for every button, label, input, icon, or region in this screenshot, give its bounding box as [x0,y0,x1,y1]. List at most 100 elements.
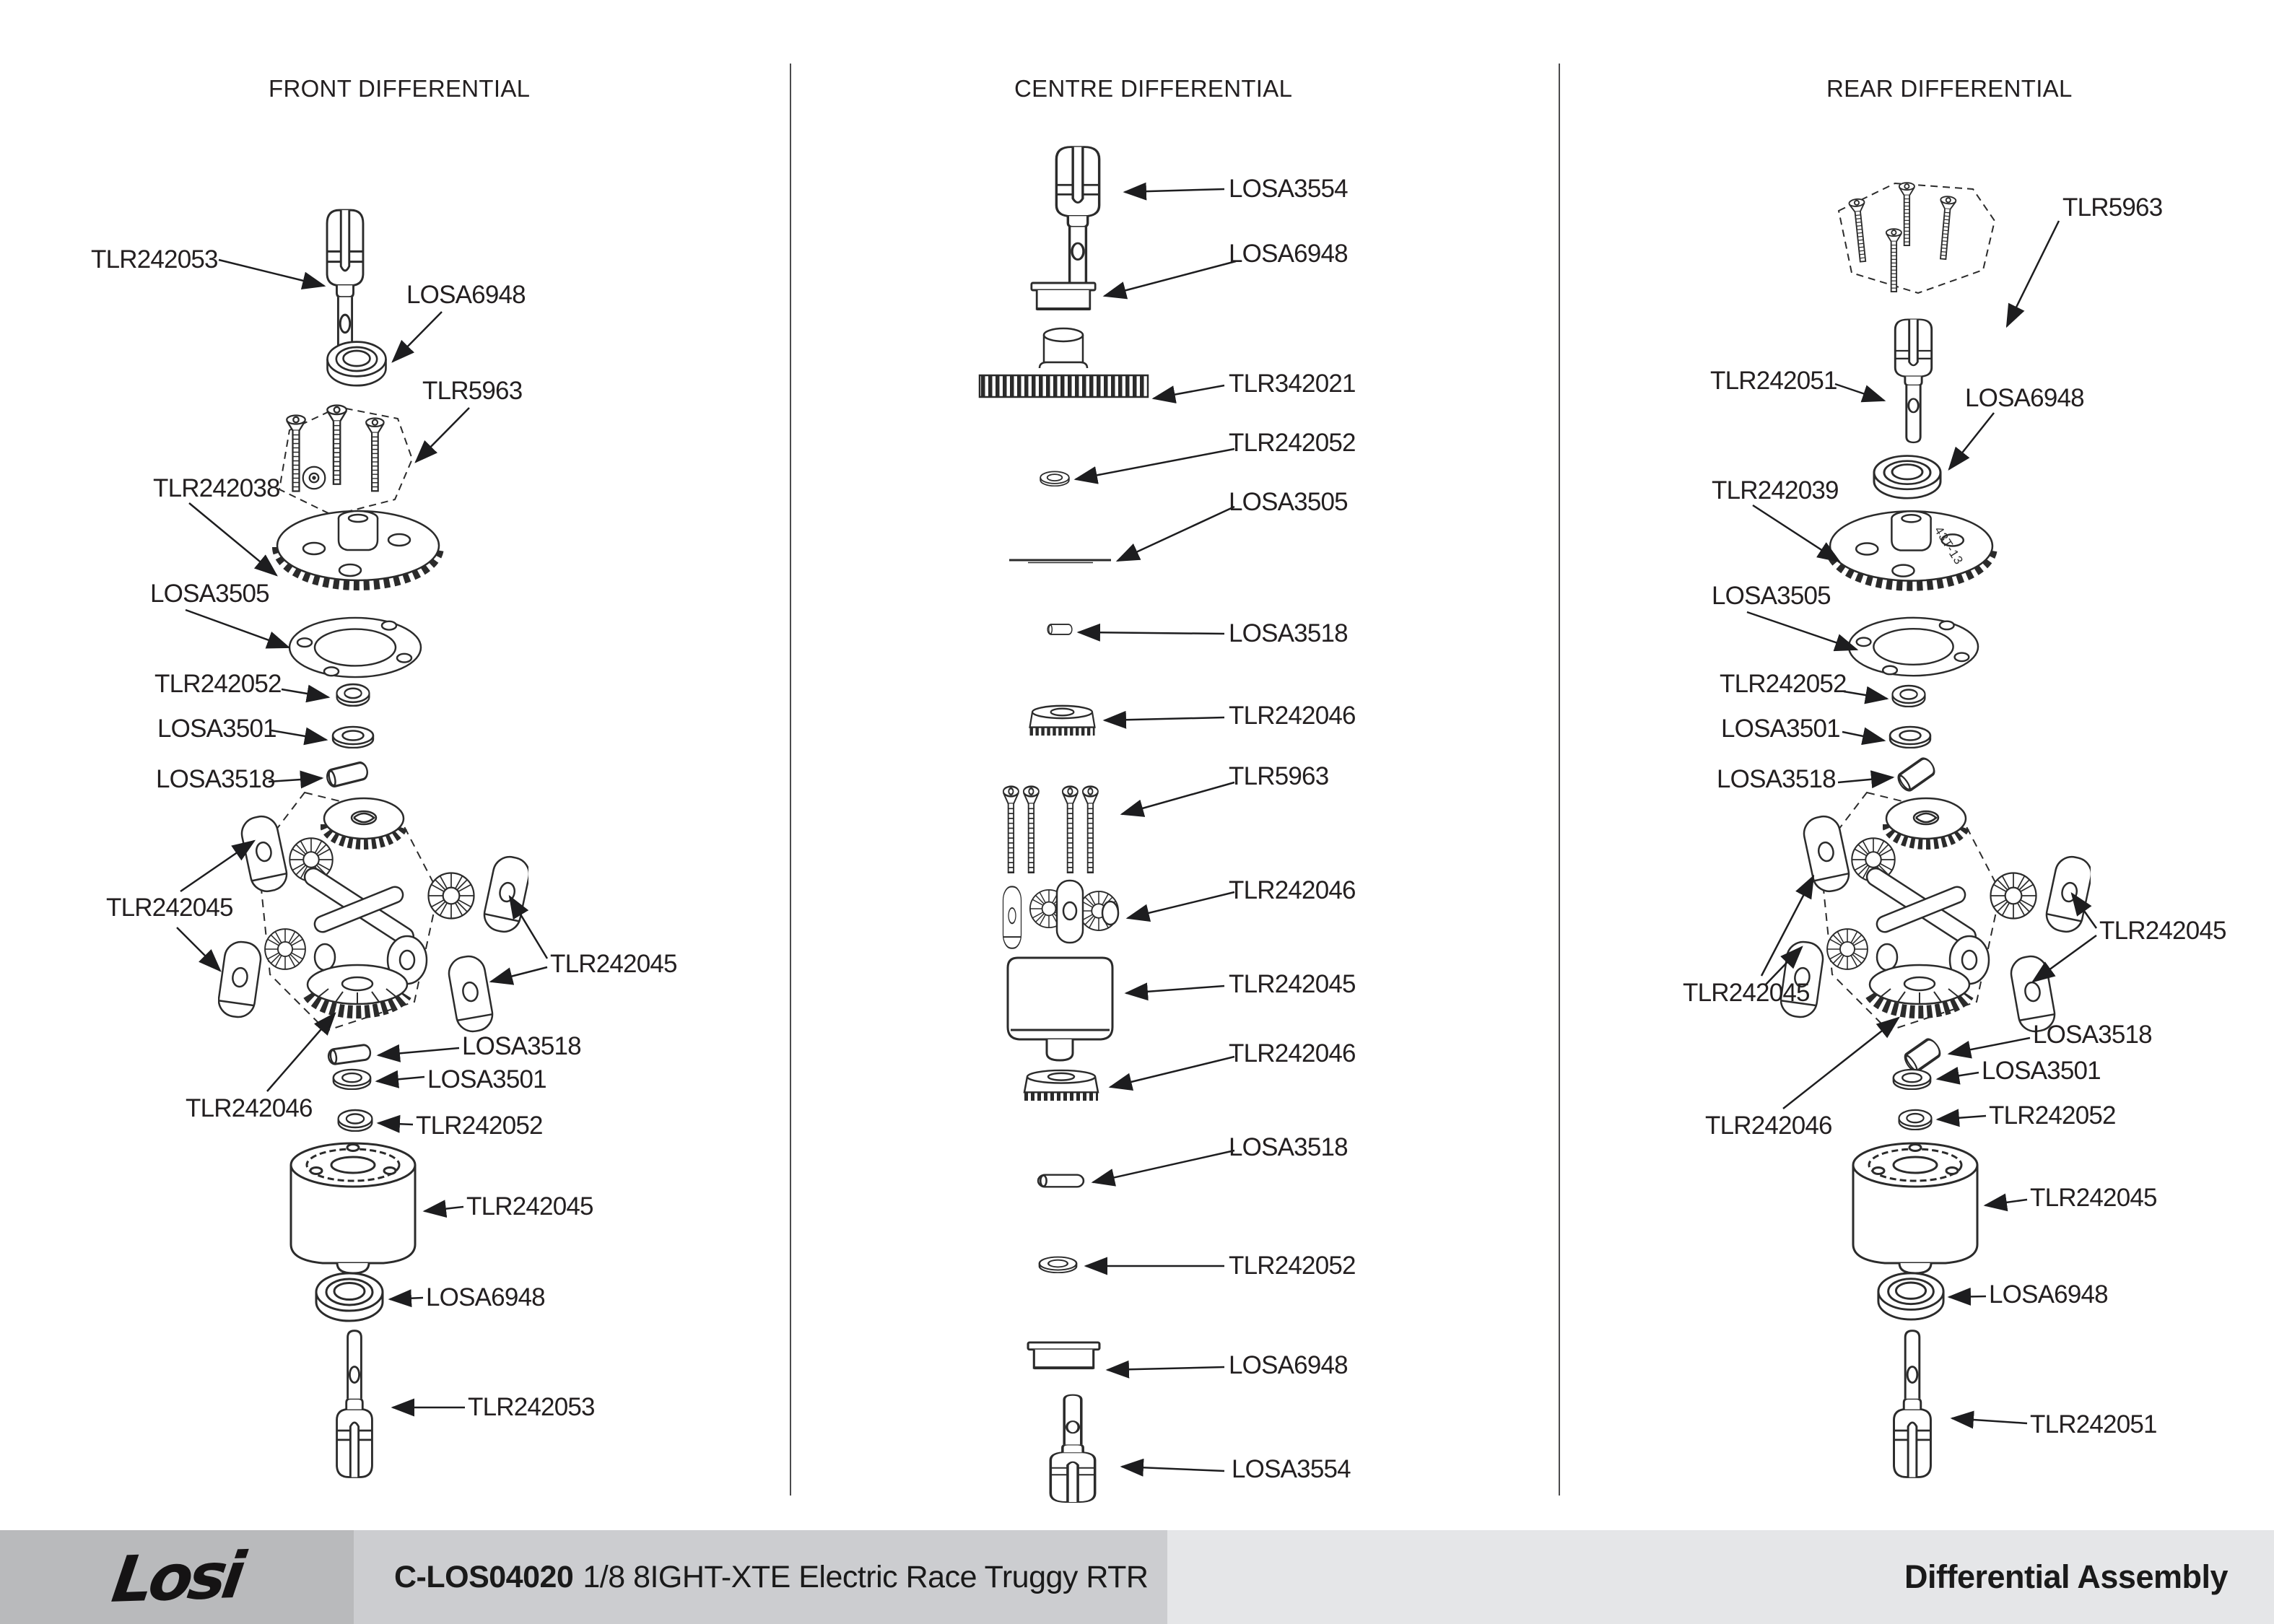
part-number-label: LOSA6948 [1229,240,1349,268]
leader [1837,770,1895,789]
product-code: C-LOS04020 [394,1559,574,1594]
part-number-label: LOSA3518 [1229,619,1349,647]
leader [2070,891,2098,929]
leader [1782,1016,1900,1109]
footer-bar: Losi C-LOS04020 1/8 8IGHT-XTE Electric R… [0,1530,2274,1624]
leader [1102,260,1237,300]
screw-set-icon [1837,182,1996,294]
leader [1950,1410,2028,1429]
centre-leaders [1073,182,1237,1477]
screw-set-icon [278,404,414,517]
part-number-label: TLR5963 [422,377,523,405]
part-number-label: TLR242045 [106,894,234,922]
section-title-centre: CENTRE DIFFERENTIAL [1014,75,1293,102]
part-number-label: LOSA3501 [157,715,277,743]
part-number-label: TLR342021 [1229,370,1356,398]
part-number-label: TLR242052 [1989,1101,2117,1130]
part-number-label: LOSA6948 [1229,1351,1349,1379]
part-number-label: TLR242053 [468,1393,596,1421]
part-number-label: TLR5963 [1229,762,1329,790]
footer-title-band: Differential Assembly [1167,1530,2274,1624]
part-number-label: TLR242039 [1712,476,1839,505]
leader [376,1044,460,1062]
leader [1935,1109,1987,1127]
leader [185,608,291,649]
part-number-label: LOSA3518 [462,1032,582,1060]
leader [414,407,470,463]
part-number-label: TLR242045 [466,1192,594,1221]
leader [218,258,326,289]
front-leaders [176,258,549,1417]
footer-product-band: C-LOS04020 1/8 8IGHT-XTE Electric Race T… [354,1530,1167,1624]
leader [375,1070,425,1088]
leader [1947,1287,1987,1306]
part-number-label: LOSA3501 [427,1065,547,1093]
leader [1746,611,1859,652]
leader [1105,1360,1225,1379]
leader [2005,220,2060,328]
part-number-label: LOSA6948 [1989,1280,2109,1309]
part-number-label: TLR242045 [2099,917,2227,945]
part-number-label: LOSA6948 [406,281,526,309]
leader [281,684,331,703]
part-number-label: LOSA3518 [1229,1133,1349,1161]
leader [1073,448,1235,484]
part-number-label: TLR242052 [1720,670,1847,698]
leader [268,770,324,789]
part-number-label: TLR242038 [153,474,281,502]
leader [1752,504,1842,563]
rear-leaders [1746,220,2098,1429]
part-number-label: LOSA3518 [1717,765,1837,793]
sheet-title: Differential Assembly [1904,1558,2228,1595]
part-number-label: TLR242052 [416,1112,544,1140]
part-number-label: TLR242045 [550,950,678,978]
leader [1151,384,1225,403]
part-number-label: TLR242045 [2030,1184,2158,1212]
part-number-label: LOSA3505 [1229,488,1349,516]
part-number-label: LOSA3518 [2033,1021,2153,1049]
leader [376,1114,414,1133]
leader [1764,946,1803,986]
leader [180,839,256,893]
part-number-label: LOSA6948 [1965,384,2085,412]
leader [1124,982,1225,1001]
leader [1123,182,1225,201]
part-number-label: TLR242053 [91,245,219,274]
part-number-label: TLR242045 [1229,970,1356,998]
part-number-label: TLR242052 [1229,429,1356,457]
part-number-label: TLR242052 [154,670,282,698]
leader [1076,623,1225,642]
leader [422,1200,464,1218]
section-title-rear: REAR DIFFERENTIAL [1826,75,2073,102]
leader [1842,727,1886,746]
part-number-label: TLR242046 [186,1094,313,1122]
part-number-label: TLR242046 [1229,702,1356,730]
leader [1091,1149,1235,1187]
leader [1834,383,1886,403]
leader [1125,891,1235,922]
leader [1102,710,1225,729]
part-number-label: TLR5963 [2062,193,2163,222]
leader [2031,934,2097,983]
part-number-label: TLR242051 [2030,1410,2158,1439]
leader [508,894,549,959]
part-number-label: LOSA3505 [150,580,270,608]
part-number-label: TLR242046 [1705,1112,1833,1140]
leader [176,927,222,972]
section-title-front: FRONT DIFFERENTIAL [269,75,531,102]
part-number-label: TLR242046 [1229,876,1356,904]
part-number-label: TLR242051 [1710,367,1838,395]
part-number-label: LOSA3518 [156,765,276,793]
part-number-label: LOSA3505 [1712,582,1831,610]
leader [1843,686,1889,704]
leader [266,1012,336,1092]
leader [1760,874,1815,977]
leader [1948,412,1995,471]
leader [1983,1193,2028,1212]
part-number-label: LOSA6948 [426,1283,546,1311]
leader [1947,1036,2031,1059]
part-number-label: TLR242046 [1229,1039,1356,1068]
leader [388,1289,424,1308]
